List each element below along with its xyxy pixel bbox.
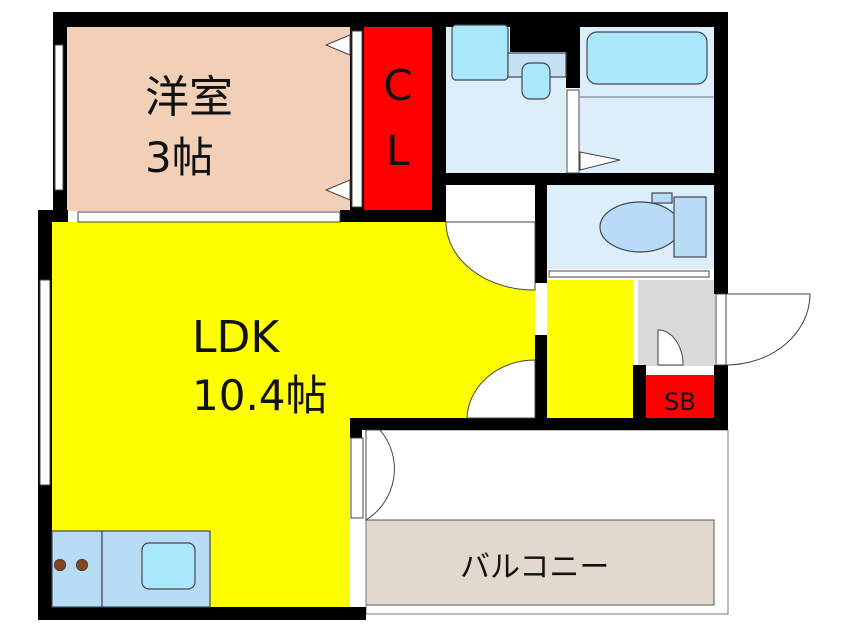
balcony-name: バルコニー [460,550,609,585]
western-room-name: 洋室 [145,72,233,123]
fixtures [51,24,714,608]
windows [39,30,727,519]
kitchen-sink [141,542,196,590]
western-room-floor [67,27,352,211]
closet-label-l: L [386,126,410,175]
washer-drain [521,62,551,100]
shoe-box [646,375,714,418]
bathtub [586,31,708,85]
western-room-size: 3帖 [145,133,214,182]
ldk-name: LDK [192,312,280,363]
burner-icon [53,558,67,572]
doors [324,34,811,521]
toilet-tank [673,196,707,258]
washbasin [451,24,509,81]
closet-label-c: C [383,61,412,110]
hall-floor [547,280,633,420]
closet-floor [364,27,432,211]
ldk-size: 10.4帖 [192,371,328,420]
burner-icon [75,558,89,572]
toilet-bowl [599,201,681,253]
ldk-floor [52,222,535,607]
balcony-deck [365,519,715,606]
shoe-box-label: SB [664,388,696,416]
